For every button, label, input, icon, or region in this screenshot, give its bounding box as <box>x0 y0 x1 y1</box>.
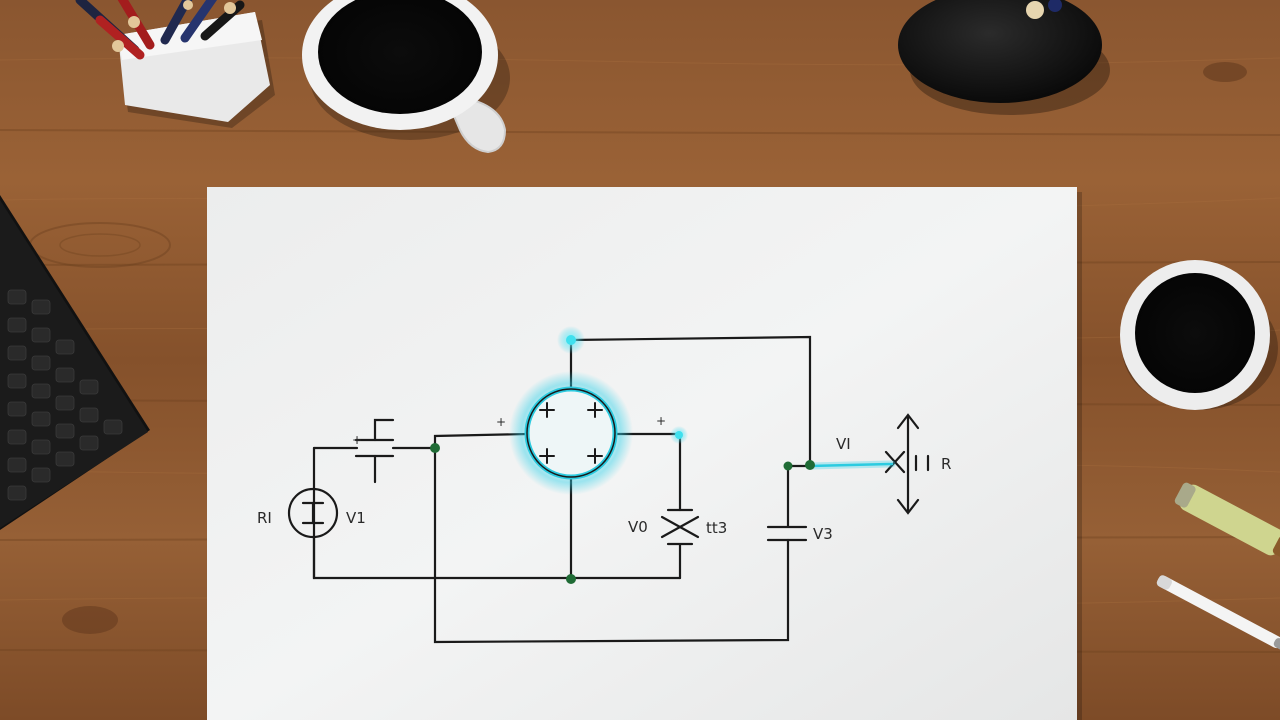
capacitor-top <box>354 418 395 484</box>
keyboard <box>0 195 150 530</box>
label-plus-circle-right: + <box>656 414 666 428</box>
marker <box>1174 482 1280 561</box>
label-source-right: V1 <box>346 509 366 527</box>
label-output-top: VI <box>836 435 851 453</box>
glowing-nodes <box>557 326 688 444</box>
variable-diode <box>660 508 700 546</box>
capacitor-right <box>766 525 808 542</box>
label-plus-circle-left: + <box>496 415 506 429</box>
wire-outer-bottom <box>433 446 790 644</box>
label-plus-cap: + <box>352 433 362 447</box>
black-pot <box>898 0 1110 115</box>
output-arrow-symbol <box>884 413 930 515</box>
pen <box>1156 575 1280 650</box>
label-cap-right: V3 <box>813 525 833 543</box>
coffee-cup-small <box>1120 260 1278 410</box>
wire-top <box>569 335 812 468</box>
junction-nodes <box>430 443 815 584</box>
glowing-circle-component <box>509 371 633 495</box>
label-output-right: R <box>941 455 951 473</box>
glowing-output-wire <box>806 460 896 470</box>
pencil-cup <box>75 0 275 128</box>
paper-sheet <box>207 187 1082 720</box>
label-diode-left: V0 <box>628 518 648 536</box>
voltage-source <box>287 487 339 580</box>
label-source-left: RI <box>257 509 272 527</box>
coffee-mug <box>302 0 510 154</box>
label-diode-right: tt3 <box>706 519 727 537</box>
